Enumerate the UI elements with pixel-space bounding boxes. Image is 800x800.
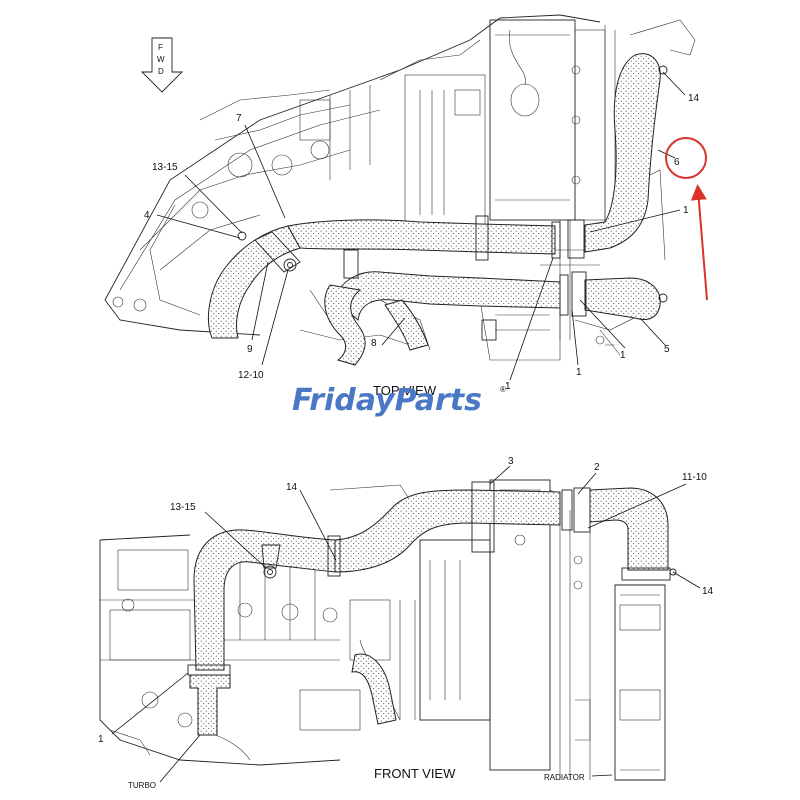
radiator: [614, 584, 666, 781]
watermark: FridayParts ®: [292, 383, 506, 418]
top-view-clamps: [237, 65, 668, 341]
watermark-text: FridayParts: [292, 383, 482, 418]
hose-8-lower: [324, 284, 366, 366]
callout-1-lower-left: 1: [505, 381, 511, 392]
fwd-letter-d: D: [158, 67, 164, 76]
hose-front-turbo-drop: [189, 674, 231, 736]
callout-1-lower-mid: 1: [576, 367, 582, 378]
callout-1-lower-right: 1: [620, 350, 626, 361]
front-view: 3 2 11-10 14 13-15 14 1 TURBO RADIATOR F…: [98, 456, 714, 790]
top-view-hoses: [207, 53, 661, 366]
callout-3: 3: [508, 456, 514, 467]
highlight-arrow: [690, 184, 708, 301]
front-view-engine-outline: [99, 479, 591, 780]
top-view-leaders: [156, 71, 686, 381]
turbo-label: TURBO: [128, 781, 156, 790]
fwd-letter-w: W: [157, 55, 165, 64]
hose-8-upper: [384, 299, 429, 351]
front-view-clamps: [187, 481, 677, 676]
fwd-letter-f: F: [158, 43, 163, 52]
callout-6: 6: [674, 157, 680, 168]
hose-lower-crossover: [334, 271, 561, 321]
callout-11-10: 11-10: [682, 472, 707, 483]
hose-6: [584, 53, 661, 253]
highlight-circle: [665, 137, 707, 179]
callout-12-10: 12-10: [238, 370, 264, 381]
callout-2: 2: [594, 462, 600, 473]
top-view: 14 6 7 13-15 4 1 9 12-10 8 1 1 1 5 TOP V…: [104, 14, 708, 398]
hose-front-crossover: [334, 489, 561, 573]
callout-5: 5: [664, 344, 670, 355]
callout-14-front-top: 14: [286, 482, 298, 493]
hose-5: [584, 277, 661, 320]
watermark-mark: ®: [500, 385, 506, 394]
top-view-title: TOP VIEW: [373, 383, 437, 398]
callout-14: 14: [688, 93, 700, 104]
callout-7: 7: [236, 113, 242, 124]
callout-9: 9: [247, 344, 253, 355]
hose-left-elbow: [207, 225, 301, 339]
hose-front-riser: [193, 529, 336, 671]
hose-front-lower: [351, 653, 397, 725]
callout-1-front: 1: [98, 734, 104, 745]
front-view-leaders: [111, 465, 701, 783]
callout-13-15-front: 13-15: [170, 502, 196, 513]
front-view-hoses: [189, 487, 669, 736]
fwd-arrow: F W D: [140, 37, 184, 93]
callout-8: 8: [371, 338, 377, 349]
top-view-callouts: 14 6 7 13-15 4 1 9 12-10 8 1 1 1 5: [144, 93, 700, 392]
front-view-callouts: 3 2 11-10 14 13-15 14 1 TURBO RADIATOR: [98, 456, 714, 790]
front-view-title: FRONT VIEW: [374, 766, 456, 781]
radiator-label: RADIATOR: [544, 773, 585, 782]
callout-13-15: 13-15: [152, 162, 178, 173]
hose-front-elbow: [589, 487, 669, 571]
hose-main-crossover: [287, 219, 556, 255]
callout-1-right: 1: [683, 205, 689, 216]
callout-4: 4: [144, 210, 150, 221]
callout-14-front-right: 14: [702, 586, 714, 597]
